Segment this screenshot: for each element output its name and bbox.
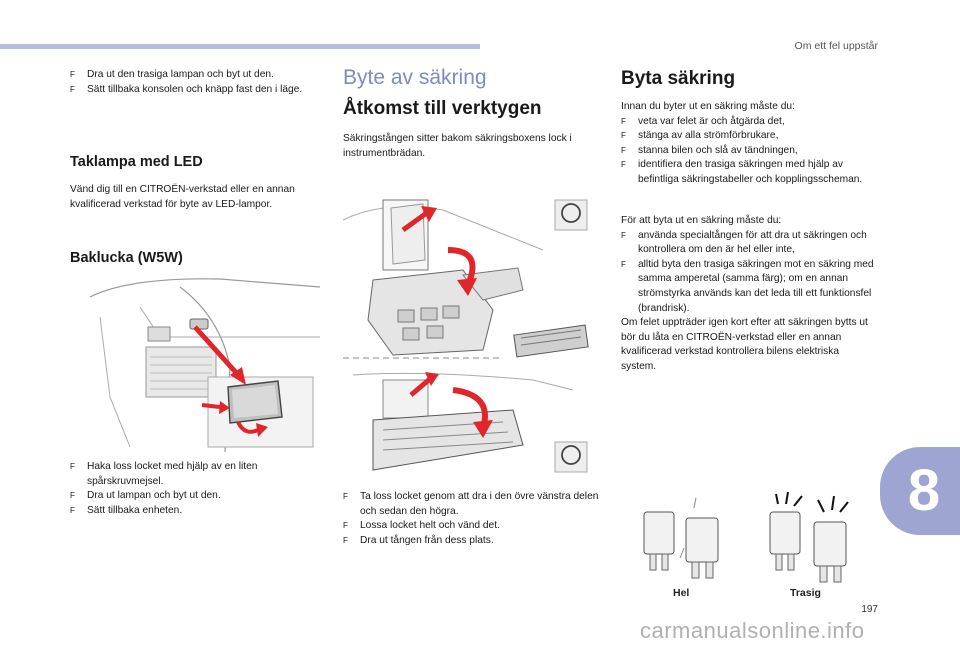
tailgate-illustration bbox=[70, 277, 322, 452]
access-text: Säkringstången sitter bakom säkringsboxe… bbox=[343, 133, 572, 159]
replace-fuse-heading: Byta säkring bbox=[621, 68, 736, 89]
section-title: Byte av säkring bbox=[343, 66, 487, 89]
fuse-broken-icon bbox=[769, 491, 849, 583]
watermark: carmanualsonline.info bbox=[640, 618, 865, 643]
fuse-ok-label: Hel bbox=[673, 587, 689, 599]
header-section-title: Om ett fel uppstår bbox=[794, 40, 878, 52]
header-bar bbox=[0, 44, 480, 49]
fuse-broken-label: Trasig bbox=[790, 587, 821, 599]
fusebox-illustration bbox=[343, 190, 598, 480]
replace-text: För att byta ut en säkring måste du: bbox=[621, 215, 782, 226]
fuse-ok-icon bbox=[643, 497, 719, 579]
chapter-tab: 8 bbox=[880, 447, 960, 535]
tailgate-heading: Baklucka (W5W) bbox=[70, 250, 183, 266]
fuse-comparison-illustration: Hel Trasig bbox=[643, 491, 849, 599]
closing-text: Om felet uppträder igen kort efter att s… bbox=[621, 317, 868, 372]
access-heading: Åtkomst till verktygen bbox=[343, 98, 542, 119]
col3-before: Innan du byter ut en säkring måste du: F… bbox=[621, 100, 886, 188]
page-number: 197 bbox=[861, 604, 878, 615]
before-text: Innan du byter ut en säkring måste du: bbox=[621, 101, 795, 112]
led-text: Vänd dig till en CITROËN-verkstad eller … bbox=[70, 184, 295, 210]
led-heading: Taklampa med LED bbox=[70, 154, 203, 170]
